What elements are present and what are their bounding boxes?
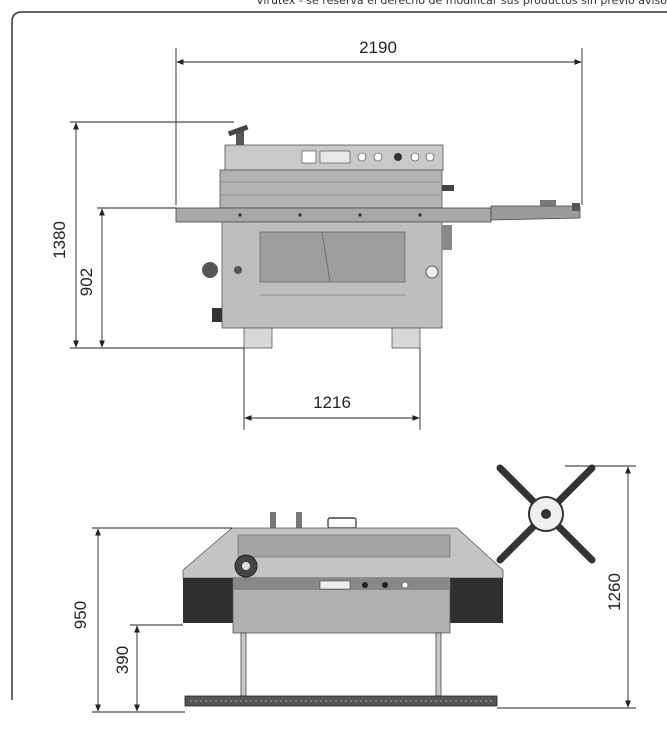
side-view-machine (182, 464, 596, 707)
dim-front-width: 2190 (359, 38, 397, 57)
dim-side-lower-height: 390 (113, 646, 132, 674)
dim-side-height: 950 (71, 601, 90, 629)
leg-right (435, 632, 442, 697)
right-extension (490, 205, 581, 221)
top-lever (236, 131, 244, 145)
upper-body (219, 169, 443, 209)
side-panel-left (183, 578, 235, 623)
foot-left (243, 327, 273, 349)
adjust-wheel (202, 262, 218, 278)
dim-front-total-height: 1380 (50, 221, 69, 259)
dim-front-base-width: 1216 (313, 393, 351, 412)
side-panel-right (450, 578, 503, 623)
leg-left (240, 632, 247, 697)
header-notice: Virutex - se reserva el derecho de modif… (256, 0, 667, 7)
foot-right (391, 327, 421, 349)
front-view-machine (175, 124, 581, 349)
side-dimensions (92, 465, 636, 713)
dim-side-total-height: 1260 (605, 573, 624, 611)
dim-front-table-height: 902 (77, 268, 96, 296)
work-table (175, 207, 492, 223)
front-dimensions (70, 48, 583, 430)
window-panel (259, 231, 406, 283)
page-frame (11, 11, 667, 700)
